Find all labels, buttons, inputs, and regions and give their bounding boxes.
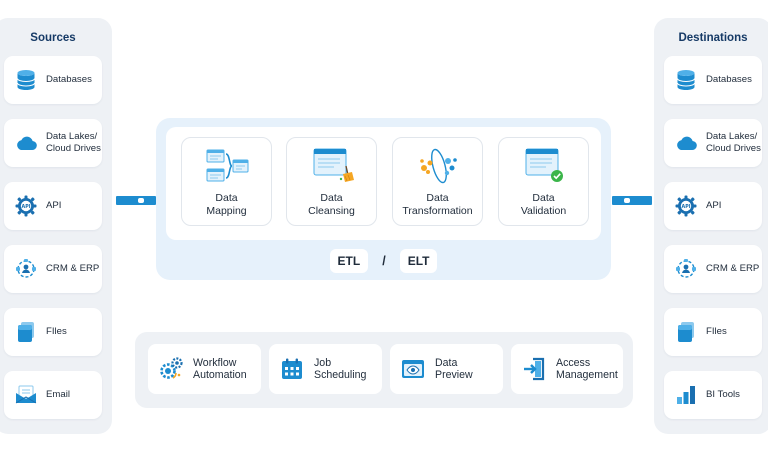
crm-erp-icon bbox=[675, 258, 697, 280]
destination-bi-tools-label: BI Tools bbox=[706, 389, 740, 400]
destination-api: API API bbox=[664, 182, 762, 230]
step-data-cleansing: Data Cleansing bbox=[286, 137, 377, 226]
step-data-transformation-label: Data Transformation bbox=[402, 192, 473, 217]
feature-workflow-automation: Workflow Automation bbox=[148, 344, 261, 394]
data-validation-icon bbox=[520, 146, 568, 186]
elt-label: ELT bbox=[399, 249, 438, 273]
crm-erp-icon bbox=[15, 258, 37, 280]
step-data-validation: Data Validation bbox=[498, 137, 589, 226]
feature-access-management: Access Management bbox=[511, 344, 623, 394]
sources-connector bbox=[116, 196, 156, 205]
sources-panel: Sources Databases Data Lakes/ Cloud Driv… bbox=[0, 18, 112, 434]
svg-text:API: API bbox=[21, 204, 30, 210]
step-data-mapping: Data Mapping bbox=[181, 137, 272, 226]
source-email: Email bbox=[4, 371, 102, 419]
etl-label: ETL bbox=[329, 249, 369, 273]
database-icon bbox=[675, 69, 697, 91]
destination-crm-erp-label: CRM & ERP bbox=[706, 263, 760, 274]
destination-databases: Databases bbox=[664, 56, 762, 104]
data-transformation-icon bbox=[414, 146, 462, 186]
feature-access-management-label: Access Management bbox=[556, 356, 618, 382]
mode-separator: / bbox=[382, 254, 386, 268]
step-data-cleansing-label: Data Cleansing bbox=[308, 192, 355, 217]
sources-title: Sources bbox=[30, 32, 76, 44]
source-api-label: API bbox=[46, 200, 62, 211]
workflow-gears-icon bbox=[158, 356, 184, 382]
destinations-title: Destinations bbox=[678, 32, 748, 44]
feature-data-preview-label: Data Preview bbox=[435, 356, 473, 382]
files-icon bbox=[675, 321, 697, 343]
destination-crm-erp: CRM & ERP bbox=[664, 245, 762, 293]
destination-databases-label: Databases bbox=[706, 74, 752, 85]
destination-data-lakes: Data Lakes/ Cloud Drives bbox=[664, 119, 762, 167]
source-crm-erp-label: CRM & ERP bbox=[46, 263, 100, 274]
destination-bi-tools: BI Tools bbox=[664, 371, 762, 419]
connector-knob bbox=[624, 198, 630, 203]
process-steps-container: Data Mapping Data Cleansing Data Transfo… bbox=[166, 127, 601, 240]
source-databases: Databases bbox=[4, 56, 102, 104]
files-icon bbox=[15, 321, 37, 343]
mode-row: ETL / ELT bbox=[156, 249, 611, 273]
process-panel: Data Mapping Data Cleansing Data Transfo… bbox=[156, 118, 611, 280]
data-cleansing-icon bbox=[308, 146, 356, 186]
source-databases-label: Databases bbox=[46, 74, 92, 85]
source-data-lakes: Data Lakes/ Cloud Drives bbox=[4, 119, 102, 167]
connector-knob bbox=[138, 198, 144, 203]
login-door-icon bbox=[521, 356, 547, 382]
api-gear-icon: API bbox=[15, 195, 37, 217]
preview-window-icon bbox=[400, 356, 426, 382]
feature-workflow-automation-label: Workflow Automation bbox=[193, 356, 247, 382]
data-mapping-icon bbox=[203, 146, 251, 186]
step-data-validation-label: Data Validation bbox=[520, 192, 567, 217]
destination-api-label: API bbox=[706, 200, 722, 211]
destinations-panel: Destinations Databases Data Lakes/ Cloud… bbox=[654, 18, 768, 434]
feature-job-scheduling: Job Scheduling bbox=[269, 344, 382, 394]
calendar-icon bbox=[279, 356, 305, 382]
cloud-icon bbox=[15, 132, 37, 154]
cloud-icon bbox=[675, 132, 697, 154]
source-files: FIles bbox=[4, 308, 102, 356]
database-icon bbox=[15, 69, 37, 91]
destination-files-label: FIles bbox=[706, 326, 727, 337]
svg-text:API: API bbox=[681, 204, 690, 210]
step-data-mapping-label: Data Mapping bbox=[206, 192, 247, 217]
source-api: API API bbox=[4, 182, 102, 230]
bi-tools-icon bbox=[675, 384, 697, 406]
source-crm-erp: CRM & ERP bbox=[4, 245, 102, 293]
source-email-label: Email bbox=[46, 389, 70, 400]
destination-files: FIles bbox=[664, 308, 762, 356]
destinations-connector bbox=[612, 196, 652, 205]
email-icon bbox=[15, 384, 37, 406]
features-panel: Workflow Automation Job Scheduling Data … bbox=[135, 332, 633, 408]
destination-data-lakes-label: Data Lakes/ Cloud Drives bbox=[706, 131, 761, 154]
source-data-lakes-label: Data Lakes/ Cloud Drives bbox=[46, 131, 101, 154]
feature-data-preview: Data Preview bbox=[390, 344, 503, 394]
feature-job-scheduling-label: Job Scheduling bbox=[314, 356, 367, 382]
source-files-label: FIles bbox=[46, 326, 67, 337]
step-data-transformation: Data Transformation bbox=[392, 137, 483, 226]
api-gear-icon: API bbox=[675, 195, 697, 217]
